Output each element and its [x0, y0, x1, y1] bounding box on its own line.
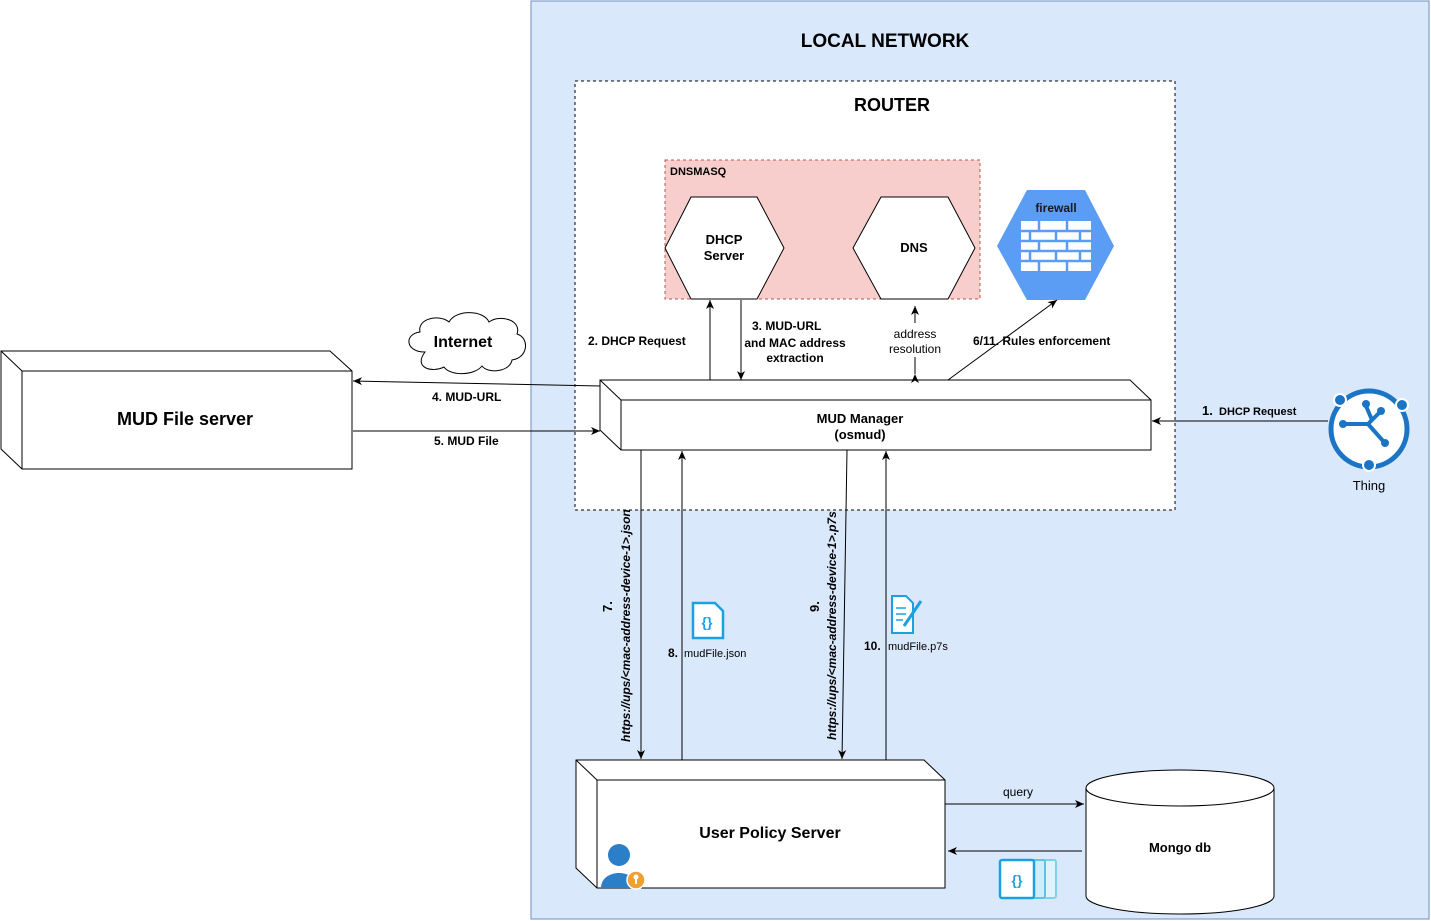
edge-10-file: mudFile.p7s	[888, 641, 948, 653]
edge-9-url: https://ups/<mac-address-device-1>.p7s	[825, 511, 839, 740]
dhcp-server-label-1: DHCP	[706, 232, 743, 247]
user-policy-server-node: User Policy Server	[575, 759, 946, 889]
edge-7-number: 7.	[600, 601, 615, 612]
edge-7-url: https://ups/<mac-address-device-1>.json	[619, 509, 633, 742]
edge-3-label-2: and MAC address	[744, 336, 846, 350]
mud-manager-label-1: MUD Manager	[817, 411, 904, 426]
local-network-title: LOCAL NETWORK	[801, 31, 970, 52]
dns-label: DNS	[900, 240, 928, 255]
mongo-db-label: Mongo db	[1149, 840, 1211, 855]
edge-5-label: 5. MUD File	[434, 434, 499, 448]
firewall-label: firewall	[1035, 201, 1076, 215]
edge-4-label: 4. MUD-URL	[432, 390, 501, 404]
dhcp-server-label-2: Server	[704, 248, 744, 263]
thing-icon	[1328, 388, 1410, 472]
address-resolution-label-2: resolution	[889, 342, 941, 356]
mongo-db-node: Mongo db	[1085, 769, 1275, 915]
internet-cloud: Internet	[408, 312, 526, 375]
json-file-icon: {}	[691, 601, 725, 640]
user-admin-icon	[601, 844, 646, 890]
svg-text:{}: {}	[1012, 872, 1023, 888]
thing-label: Thing	[1353, 478, 1386, 493]
edge-6-11-label: 6/11. Rules enforcement	[973, 334, 1110, 348]
edge-9-number: 9.	[807, 601, 822, 612]
mud-file-server-label: MUD File server	[117, 409, 253, 429]
edge-query-label: query	[1003, 785, 1033, 799]
edge-6-11-rules-enforcement	[947, 299, 1058, 381]
edge-3-label-3: extraction	[766, 351, 823, 365]
edge-9-p7s-request	[838, 449, 848, 760]
edge-2-label: 2. DHCP Request	[588, 334, 686, 348]
edge-1-label: DHCP Request	[1219, 406, 1297, 418]
edge-3-label-1: 3. MUD-URL	[752, 319, 821, 333]
router-title: ROUTER	[854, 95, 930, 115]
dns-node	[852, 196, 976, 300]
address-resolution-label-1: address	[894, 327, 937, 341]
dnsmasq-title: DNSMASQ	[670, 166, 727, 178]
firewall-icon: firewall	[997, 190, 1114, 300]
signed-file-icon	[891, 595, 923, 634]
internet-label: Internet	[434, 334, 493, 351]
svg-text:{}: {}	[702, 614, 713, 630]
documents-icon: {}	[998, 858, 1057, 900]
dhcp-server-node	[664, 196, 785, 300]
edge-10-number: 10.	[864, 639, 881, 653]
edge-4-mud-url	[352, 377, 601, 387]
edge-8-file: mudFile.json	[684, 648, 746, 660]
edge-1-number: 1.	[1202, 403, 1213, 418]
mud-file-server-node: MUD File server	[0, 350, 353, 470]
mud-manager-label-2: (osmud)	[834, 427, 885, 442]
mud-manager-node: MUD Manager (osmud)	[599, 379, 1152, 451]
user-policy-server-label: User Policy Server	[699, 825, 840, 842]
edge-8-number: 8.	[668, 646, 678, 660]
